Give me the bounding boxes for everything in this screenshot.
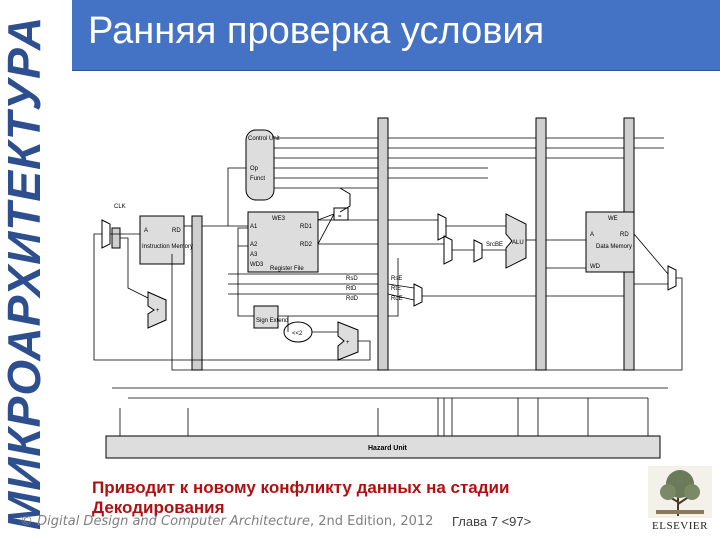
pipeline-register-fetch [111,227,121,249]
branch-adder-plus-label: + [346,340,350,346]
writeback-mux [667,265,677,291]
rt-d-label: RtD [346,286,357,292]
pipeline-diagram: Control Unit Op Funct A RD Instruction M… [93,117,683,459]
forward-mux-a [437,213,447,241]
dm-we-label: WE [608,216,618,222]
rd1-label: RD1 [300,224,313,230]
dm-rd-label: RD [620,232,629,238]
footer-copyright: © Digital Design and Computer Architectu… [20,514,433,529]
alu-block [505,213,527,269]
rs-e-label: RsE [391,276,402,282]
clk-label: CLK [114,204,126,210]
pc-adder-plus-label: + [156,308,160,314]
pipeline-register-decode [191,215,203,371]
shift-label: <<2 [292,331,303,337]
pc-plus-4-adder [147,291,167,329]
footer-edition: , 2nd Edition, 2012 [309,514,434,529]
instruction-memory-label: Instruction Memory [142,244,193,250]
hazard-unit-block [105,435,661,459]
footer-chapter: Глава 7 <97> [452,514,532,529]
rd-d-label: RdD [346,296,359,302]
alu-label: ALU [512,240,524,246]
footer-prefix: © [20,514,38,529]
rd-e-label: RdE [391,296,403,302]
sign-extend-label: Sign Extend [256,318,288,324]
tree-icon [648,466,712,518]
caption-text: Приводит к новому конфликту данных на ст… [92,478,510,517]
wd3-label: WD3 [250,262,264,268]
regdst-mux [413,283,423,307]
branch-adder [337,321,359,361]
sign-extend-block [253,305,279,329]
title-bar: Ранняя проверка условия [72,0,720,71]
rs-d-label: RsD [346,276,358,282]
slide-title: Ранняя проверка условия [88,10,545,52]
src-b-e-label: SrcBE [486,242,503,248]
vertical-section-title: МИКРОАРХИТЕКТУРА [0,15,50,530]
funct-label: Funct [250,176,265,182]
elsevier-logo: ELSEVIER [648,466,712,534]
forward-mux-b [443,235,453,265]
a1-label: A1 [250,224,258,230]
im-a-label: A [144,228,148,234]
rd2-label: RD2 [300,242,313,248]
rt-e-label: RtE [391,286,401,292]
data-memory-block [585,211,635,273]
op-label: Op [250,166,259,172]
dm-a-label: A [590,232,594,238]
register-file-label: Register File [270,266,304,272]
im-rd-label: RD [172,228,181,234]
data-memory-label: Data Memory [596,244,632,250]
we3-label: WE3 [272,216,286,222]
instruction-memory-block [139,215,185,265]
register-file-block [247,211,319,273]
pipeline-register-memory [535,117,547,371]
pipeline-register-execute [377,117,389,371]
hazard-unit-label: Hazard Unit [368,445,408,452]
control-unit-block [245,129,275,201]
dm-wd-label: WD [590,264,601,270]
control-unit-label: Control Unit [248,136,280,142]
equal-label: = [338,214,342,220]
alusrc-mux [473,239,483,263]
logo-text: ELSEVIER [652,520,708,532]
pc-mux [101,219,111,249]
a2-label: A2 [250,242,258,248]
a3-label: A3 [250,252,258,258]
footer-book-title: Digital Design and Computer Architecture [37,514,310,529]
